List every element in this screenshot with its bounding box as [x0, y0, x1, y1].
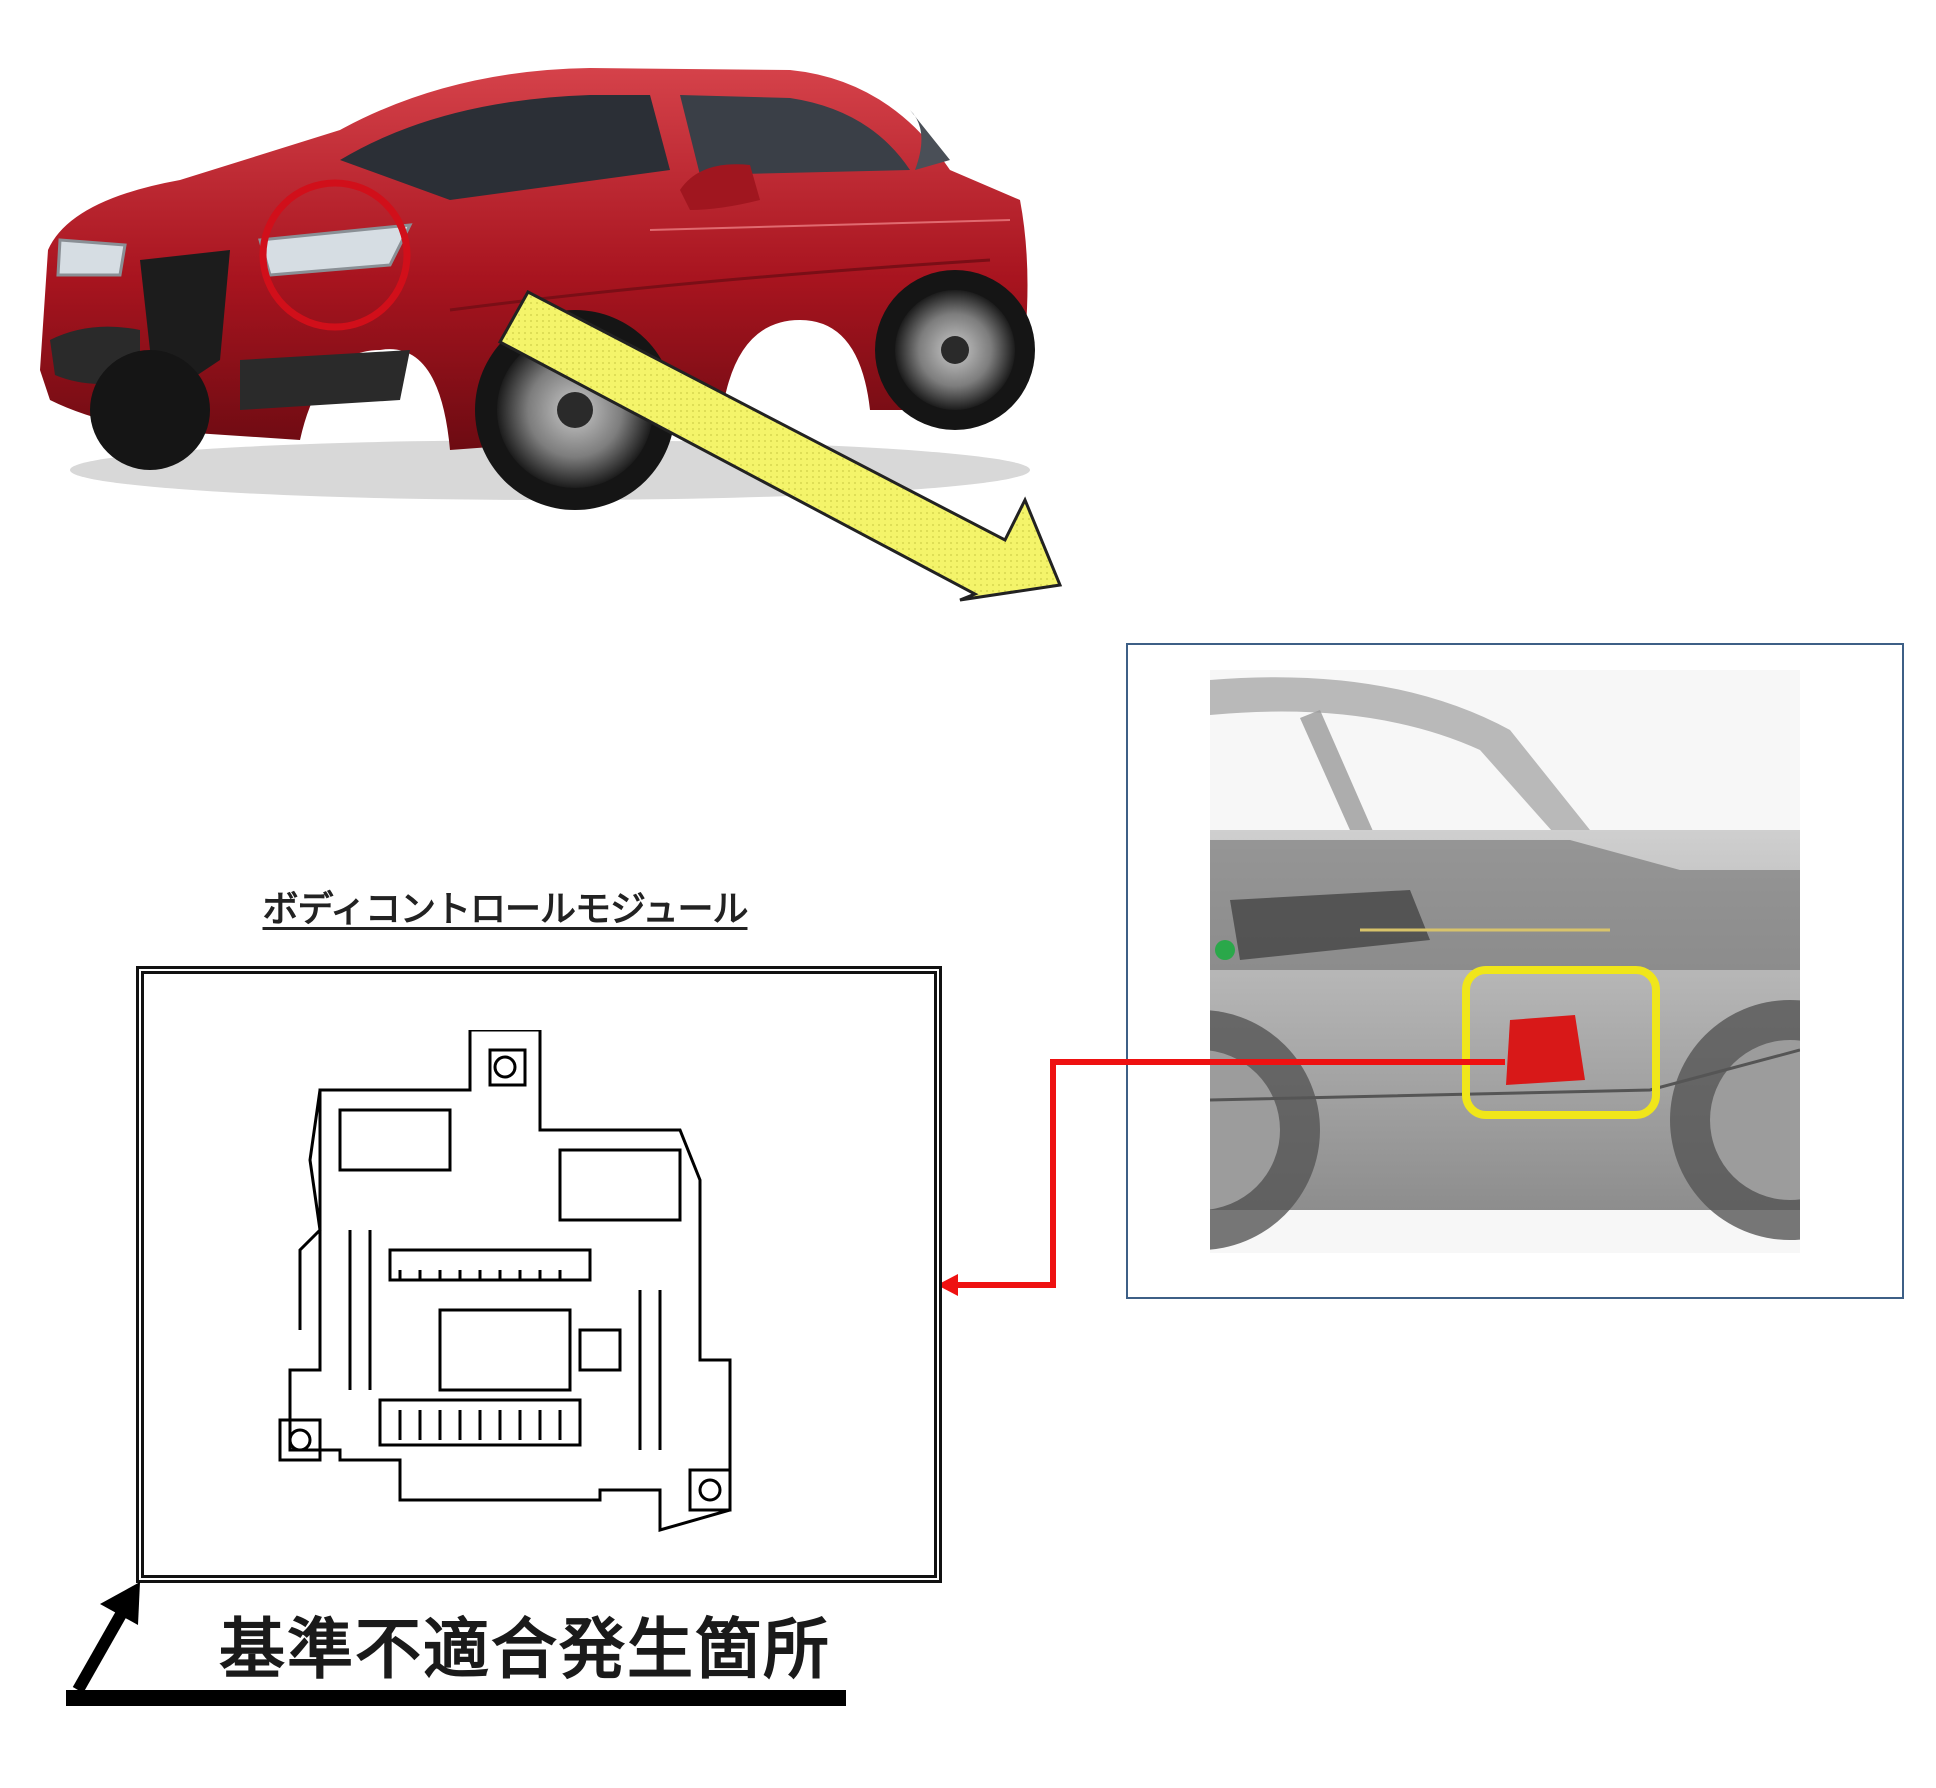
- car-photo: [40, 68, 1035, 510]
- module-title: ボディコントロールモジュール: [262, 889, 749, 930]
- xray-vehicle-icon: [1210, 670, 1800, 1253]
- location-label: 基準不適合発生箇所: [219, 1611, 831, 1688]
- module-marker: [1506, 1015, 1585, 1085]
- body-control-module-icon: [278, 1030, 732, 1532]
- label-underline: [66, 1690, 846, 1706]
